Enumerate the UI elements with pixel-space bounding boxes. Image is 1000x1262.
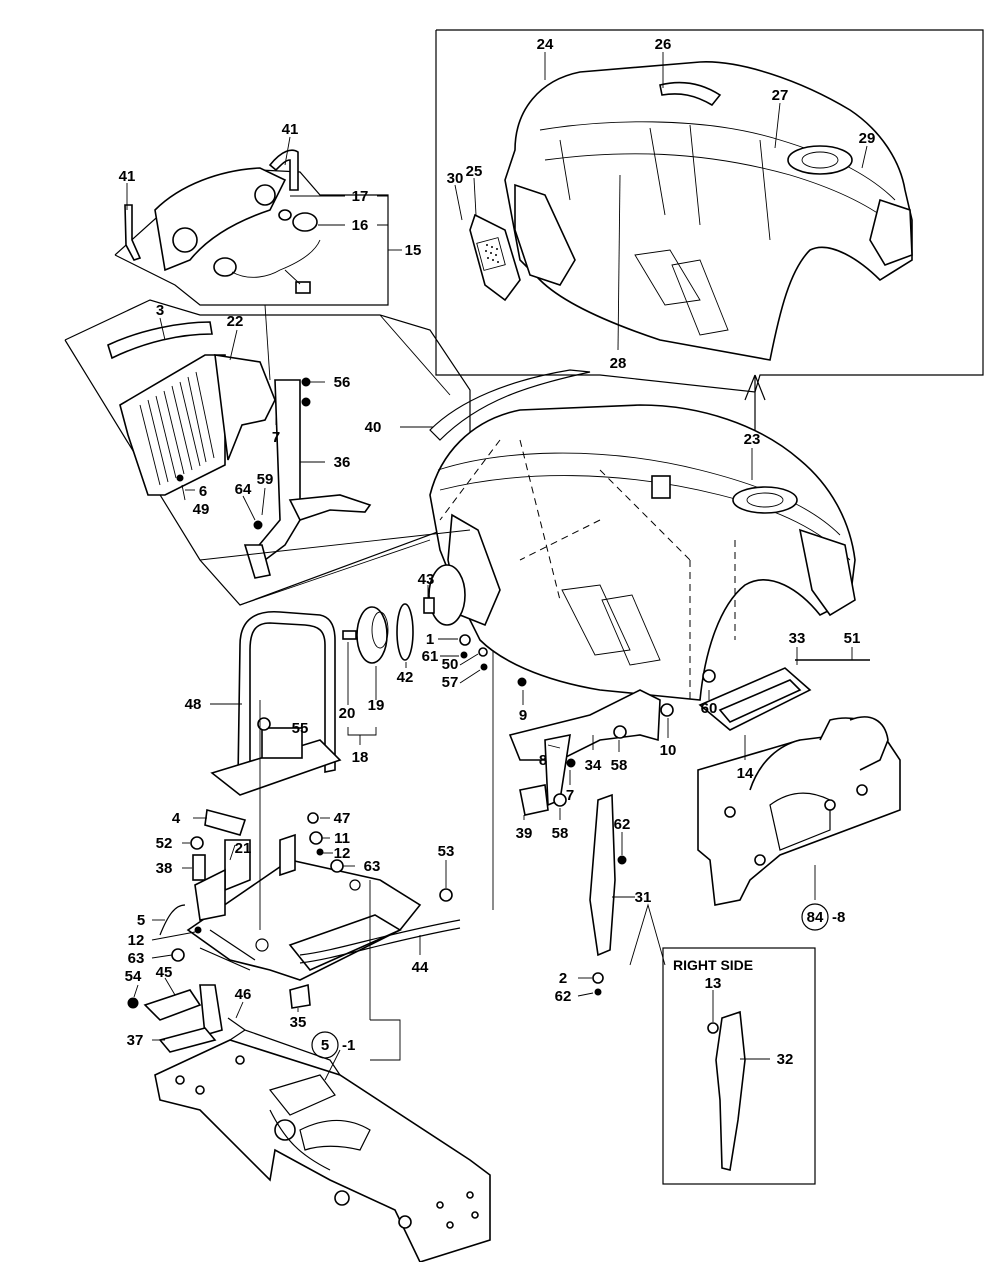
reference-84-circle [801, 903, 829, 931]
callout-55: 55 [292, 720, 309, 737]
callout-9: 9 [519, 707, 527, 724]
floor-plate-group: 4 52 21 38 47 11 12 63 53 5 12 63 44 35 … [125, 700, 461, 1061]
callout-48: 48 [185, 696, 202, 713]
main-hood: 40 23 [365, 369, 856, 701]
callout-25: 25 [466, 163, 483, 180]
callout-38: 38 [156, 860, 173, 877]
callout-27: 27 [772, 87, 789, 104]
callout-35: 35 [290, 1014, 307, 1031]
callout-64: 64 [235, 481, 252, 498]
callout-34: 34 [585, 757, 602, 774]
callout-20: 20 [339, 705, 356, 722]
reference-84-number: 84 [807, 909, 824, 926]
grille-group: 3 22 56 7 36 6 49 64 59 [64, 299, 471, 606]
chassis-frame: 5 -1 [154, 1029, 491, 1262]
callout-52: 52 [156, 835, 173, 852]
callout-39: 39 [516, 825, 533, 842]
callout-59: 59 [257, 471, 274, 488]
callout-14: 14 [737, 765, 754, 782]
callout-33: 33 [789, 630, 806, 647]
callout-19: 19 [368, 697, 385, 714]
callout-4: 4 [172, 810, 181, 827]
callout-5: 5 [137, 912, 145, 929]
reference-5-circle [311, 1031, 339, 1059]
callout-62-lower: 62 [555, 988, 572, 1005]
callout-53: 53 [438, 843, 455, 860]
right-side-title: RIGHT SIDE [673, 957, 753, 973]
callout-41-upper: 41 [282, 121, 299, 138]
callout-6: 6 [199, 483, 207, 500]
callout-63-lower: 63 [128, 950, 145, 967]
callout-16: 16 [352, 217, 369, 234]
callout-42: 42 [397, 669, 414, 686]
callout-37: 37 [127, 1032, 144, 1049]
rear-frame-group: 33 51 60 14 84 -8 [697, 630, 901, 931]
callout-50: 50 [442, 656, 459, 673]
callout-1: 1 [426, 631, 434, 648]
callout-41-lower: 41 [119, 168, 136, 185]
reference-84-suffix: -8 [832, 909, 845, 926]
callout-62-upper: 62 [614, 816, 631, 833]
callout-61: 61 [422, 648, 439, 665]
callout-51: 51 [844, 630, 861, 647]
callout-30: 30 [447, 170, 464, 187]
callout-60: 60 [701, 700, 718, 717]
callout-32: 32 [777, 1051, 794, 1068]
right-side-inset: RIGHT SIDE 13 32 [662, 947, 816, 1185]
callout-47: 47 [334, 810, 351, 827]
callout-56: 56 [334, 374, 351, 391]
callout-63-upper: 63 [364, 858, 381, 875]
hood-inset: 24 26 27 29 28 30 25 [435, 29, 984, 393]
front-bracket-group: 9 8 7 34 58 10 39 58 [508, 677, 677, 842]
callout-10: 10 [660, 742, 677, 759]
callout-2: 2 [559, 970, 567, 987]
callout-28: 28 [610, 355, 627, 372]
reference-5-suffix: -1 [342, 1037, 355, 1054]
callout-3: 3 [156, 302, 164, 319]
callout-49: 49 [193, 501, 210, 518]
callout-43: 43 [418, 571, 435, 588]
callout-45: 45 [156, 964, 173, 981]
callout-11: 11 [334, 830, 350, 847]
connection-lines [199, 304, 471, 606]
callout-7-grille: 7 [272, 429, 280, 446]
headlight-inset: 41 41 17 16 15 [114, 121, 422, 306]
callout-26: 26 [655, 36, 672, 53]
callout-58-upper: 58 [611, 757, 628, 774]
callout-29: 29 [859, 130, 876, 147]
callout-24: 24 [537, 36, 554, 53]
reference-5-number: 5 [321, 1037, 329, 1054]
callout-7-bracket: 7 [566, 787, 574, 804]
callout-54: 54 [125, 968, 142, 985]
callout-40: 40 [365, 419, 382, 436]
callout-23: 23 [744, 431, 761, 448]
callout-13: 13 [705, 975, 722, 992]
callout-18: 18 [352, 749, 369, 766]
callout-44: 44 [412, 959, 429, 976]
callout-22: 22 [227, 313, 244, 330]
callout-12-lower: 12 [128, 932, 145, 949]
callout-58-lower: 58 [552, 825, 569, 842]
callout-57: 57 [442, 674, 459, 691]
rollbar-group: 48 55 [185, 610, 342, 796]
hardware-center: 1 61 50 57 [422, 631, 488, 691]
blower-group: 43 20 19 42 18 [339, 564, 466, 766]
callout-12-upper: 12 [334, 845, 351, 862]
callout-15: 15 [405, 242, 422, 259]
callout-17: 17 [352, 188, 369, 205]
callout-21: 21 [235, 840, 252, 857]
side-panel-group: 62 31 2 62 [492, 650, 666, 1005]
callout-46: 46 [235, 986, 252, 1003]
hood-inset-drawing [469, 61, 913, 361]
callout-36: 36 [334, 454, 351, 471]
callout-31: 31 [635, 889, 652, 906]
callout-8: 8 [539, 752, 547, 769]
